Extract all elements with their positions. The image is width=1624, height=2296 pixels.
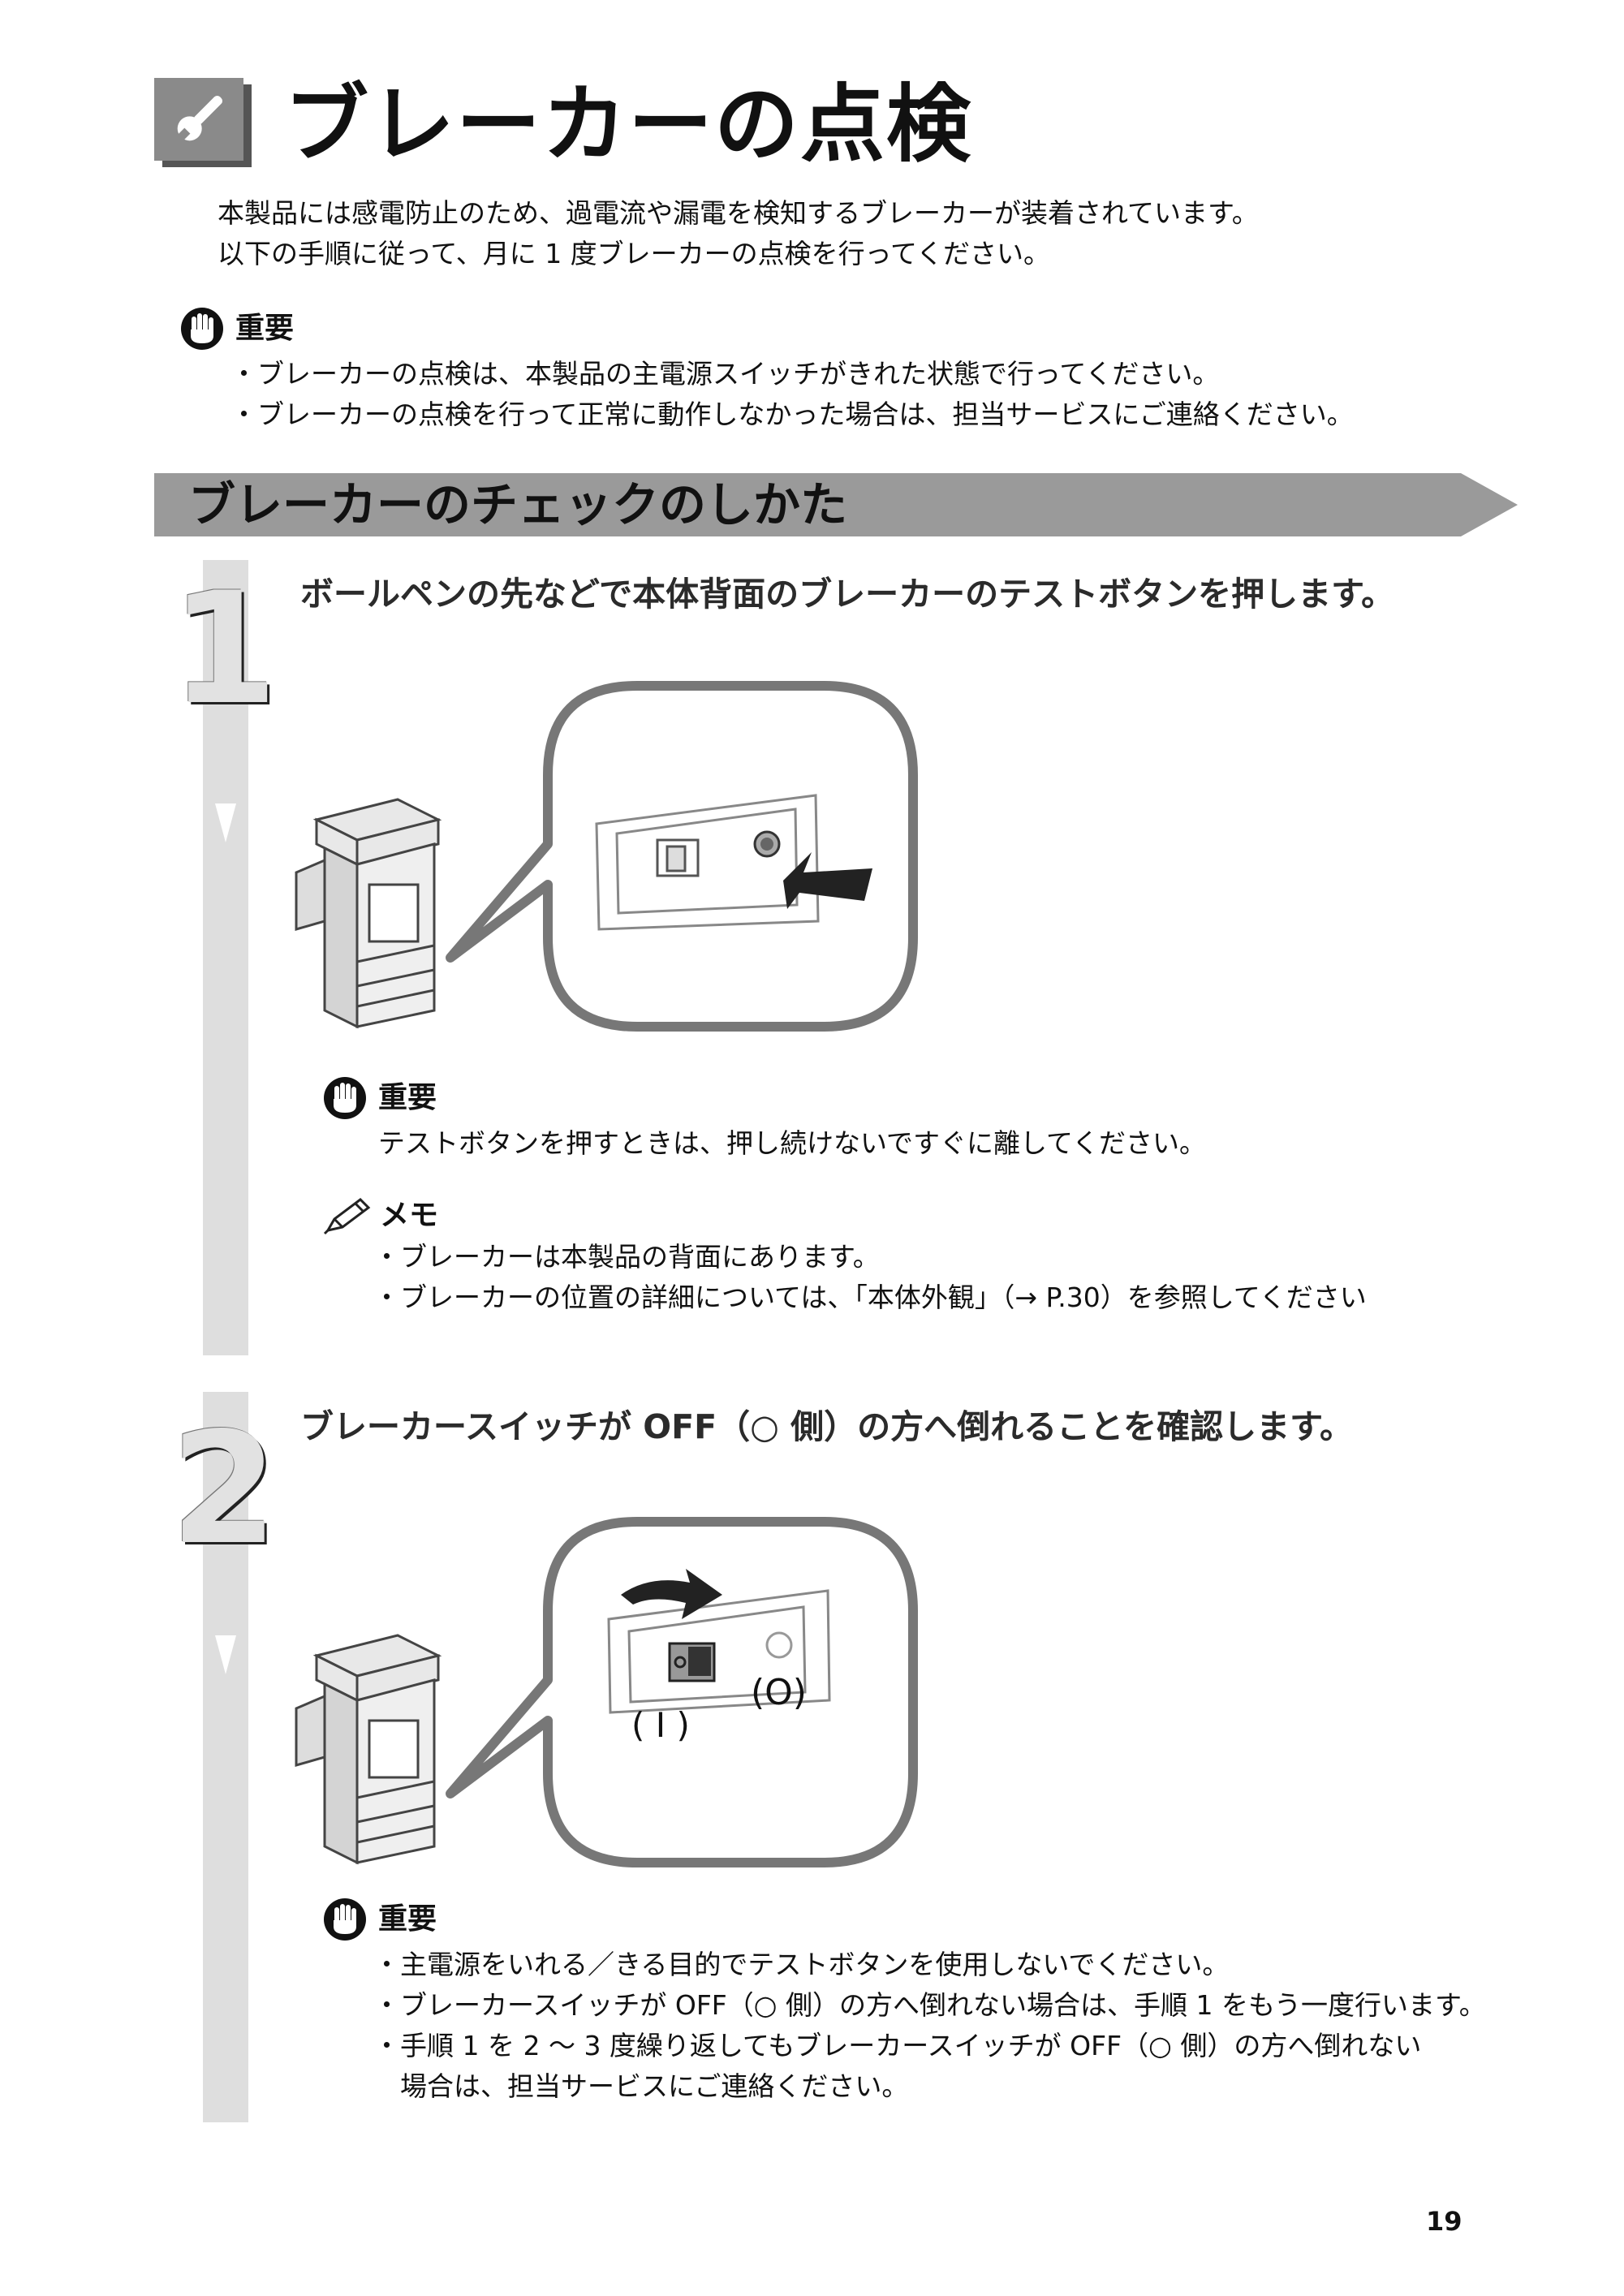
hand-stop-icon	[324, 1898, 366, 1941]
important-item: ・主電源をいれる／きる目的でテストボタンを使用しないでください。	[373, 1949, 1230, 1980]
important-heading: 重要	[378, 1081, 437, 1114]
memo-item: ・ブレーカーの位置の詳細については、「本体外観」（→ P.30）を参照してくださ…	[373, 1282, 1367, 1313]
intro-line: 本製品には感電防止のため、過電流や漏電を検知するブレーカーが装着されています。	[218, 197, 1259, 229]
important-item: ・手順 1 を 2 ～ 3 度繰り返してもブレーカースイッチが OFF（○ 側）…	[373, 2030, 1422, 2061]
important-heading: 重要	[235, 312, 295, 345]
important-text: テストボタンを押すときは、押し続けないですぐに離してください。	[378, 1127, 1207, 1159]
step1-rail	[203, 560, 248, 1355]
hand-stop-icon	[324, 1077, 366, 1119]
section-title: ブレーカーのチェックのしかた	[188, 477, 848, 532]
step1-illustration	[295, 681, 918, 1032]
step2-illustration	[295, 1517, 918, 1867]
step1-number: 1	[170, 559, 278, 739]
memo-item: ・ブレーカーは本製品の背面にあります。	[373, 1241, 880, 1273]
step1-title: ボールペンの先などで本体背面のブレーカーのテストボタンを押します。	[300, 575, 1395, 614]
off-position-label: (O)	[751, 1672, 807, 1713]
important-item: 場合は、担当サービスにご連絡ください。	[373, 2070, 909, 2102]
step2-number: 2	[170, 1399, 278, 1579]
hand-stop-icon	[181, 308, 223, 350]
section-banner	[154, 473, 1518, 536]
step2-title: ブレーカースイッチが OFF（○ 側）の方へ倒れることを確認します。	[300, 1407, 1354, 1446]
step-arrow-icon	[215, 803, 236, 842]
important-item: ・ブレーカーの点検は、本製品の主電源スイッチがきれた状態で行ってください。	[230, 358, 1220, 390]
wrench-icon	[154, 78, 252, 167]
page-number: 19	[1426, 2206, 1462, 2237]
pencil-icon	[323, 1198, 371, 1235]
intro-line: 以下の手順に従って、月に 1 度ブレーカーの点検を行ってください。	[218, 238, 1051, 269]
step2-rail	[203, 1392, 248, 2122]
memo-heading: メモ	[380, 1199, 439, 1232]
important-item: ・ブレーカーの点検を行って正常に動作しなかった場合は、担当サービスにご連絡くださ…	[230, 398, 1354, 430]
important-item: ・ブレーカースイッチが OFF（○ 側）の方へ倒れない場合は、手順 1 をもう一…	[373, 1989, 1486, 2021]
important-heading: 重要	[378, 1902, 437, 1936]
on-position-label: ( I )	[631, 1705, 690, 1745]
page-title: ブレーカーの点検	[284, 75, 973, 174]
step-arrow-icon	[215, 1635, 236, 1674]
